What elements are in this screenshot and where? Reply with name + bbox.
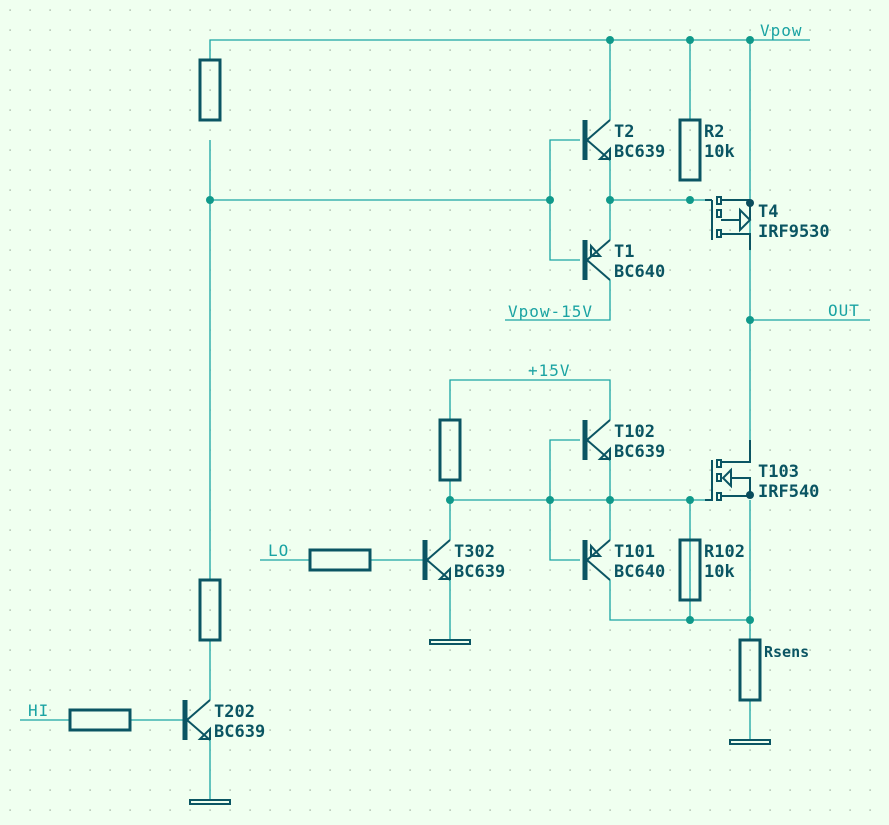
label-t202-value: BC639 bbox=[214, 722, 265, 742]
label-rsens: Rsens bbox=[764, 643, 809, 661]
label-t302-value: BC639 bbox=[454, 562, 505, 582]
label-t103-value: IRF540 bbox=[758, 482, 819, 502]
label-t4-ref: T4 bbox=[758, 202, 778, 222]
net-label-vpow-15v: Vpow-15V bbox=[508, 302, 593, 321]
junction-dot bbox=[686, 616, 694, 624]
label-r2-ref: R2 bbox=[704, 122, 724, 142]
junction-dot bbox=[686, 496, 694, 504]
label-t101-ref: T101 bbox=[614, 542, 655, 562]
junctions bbox=[206, 36, 754, 624]
label-t1-ref: T1 bbox=[614, 242, 634, 262]
wire-t1t2-base bbox=[549, 139, 580, 261]
ground-t302 bbox=[429, 639, 471, 645]
transistor-pnp-t101[interactable] bbox=[582, 539, 611, 581]
label-t101-value: BC640 bbox=[614, 562, 665, 582]
junction-dot bbox=[606, 196, 614, 204]
mosfet-t4[interactable] bbox=[705, 196, 752, 250]
resistor-hi[interactable] bbox=[68, 708, 132, 732]
transistor-npn-t202[interactable] bbox=[182, 699, 211, 741]
junction-dot bbox=[746, 36, 754, 44]
label-t102-value: BC639 bbox=[614, 442, 665, 462]
wire-plus15 bbox=[449, 379, 611, 420]
resistor-rsens[interactable] bbox=[738, 638, 762, 702]
junction-dot bbox=[606, 36, 614, 44]
junction-dot bbox=[746, 316, 754, 324]
net-label-hi: HI bbox=[28, 701, 49, 720]
junction-dot bbox=[546, 196, 554, 204]
label-r102-value: 10k bbox=[704, 562, 735, 582]
label-t302-ref: T302 bbox=[454, 542, 495, 562]
junction-dot bbox=[206, 196, 214, 204]
label-t102-ref: T102 bbox=[614, 422, 655, 442]
label-t103-ref: T103 bbox=[758, 462, 799, 482]
label-t1-value: BC640 bbox=[614, 262, 665, 282]
wire-t1-collector bbox=[505, 280, 611, 321]
resistor-r102[interactable] bbox=[678, 538, 702, 602]
net-label-vpow: Vpow bbox=[760, 21, 803, 40]
bjt-transistors bbox=[182, 119, 611, 741]
resistor-lower-left[interactable] bbox=[198, 578, 222, 642]
junction-t4-source bbox=[746, 199, 754, 207]
label-r2-value: 10k bbox=[704, 142, 735, 162]
grounds bbox=[189, 639, 771, 805]
junction-dot bbox=[546, 496, 554, 504]
junction-dot bbox=[686, 36, 694, 44]
resistor-r2[interactable] bbox=[678, 118, 702, 182]
transistor-npn-t302[interactable] bbox=[422, 539, 451, 581]
mosfet-t103[interactable] bbox=[705, 440, 751, 501]
label-t2-value: BC639 bbox=[614, 142, 665, 162]
resistor-plus15[interactable] bbox=[438, 418, 462, 482]
ground-t202 bbox=[189, 799, 231, 805]
label-t2-ref: T2 bbox=[614, 122, 634, 142]
net-label-out: OUT bbox=[828, 301, 860, 320]
junction-dot bbox=[746, 616, 754, 624]
junction-dot bbox=[446, 496, 454, 504]
resistors bbox=[68, 58, 762, 732]
label-t202-ref: T202 bbox=[214, 702, 255, 722]
resistor-lo[interactable] bbox=[308, 548, 372, 572]
transistor-pnp-t1[interactable] bbox=[582, 239, 611, 281]
junction-dot bbox=[686, 196, 694, 204]
transistor-npn-t102[interactable] bbox=[582, 419, 611, 461]
junction-t103-source bbox=[746, 491, 754, 499]
net-label-plus15v: +15V bbox=[528, 361, 571, 380]
ground-rsens bbox=[729, 739, 771, 745]
grid-dots bbox=[9, 9, 871, 811]
net-label-lo: LO bbox=[268, 541, 289, 560]
transistor-npn-t2[interactable] bbox=[582, 119, 611, 161]
label-r102-ref: R102 bbox=[704, 542, 745, 562]
junction-dot bbox=[606, 496, 614, 504]
label-t4-value: IRF9530 bbox=[758, 222, 830, 242]
wire-t101-collector bbox=[609, 580, 750, 621]
resistor-top-left[interactable] bbox=[198, 58, 222, 122]
